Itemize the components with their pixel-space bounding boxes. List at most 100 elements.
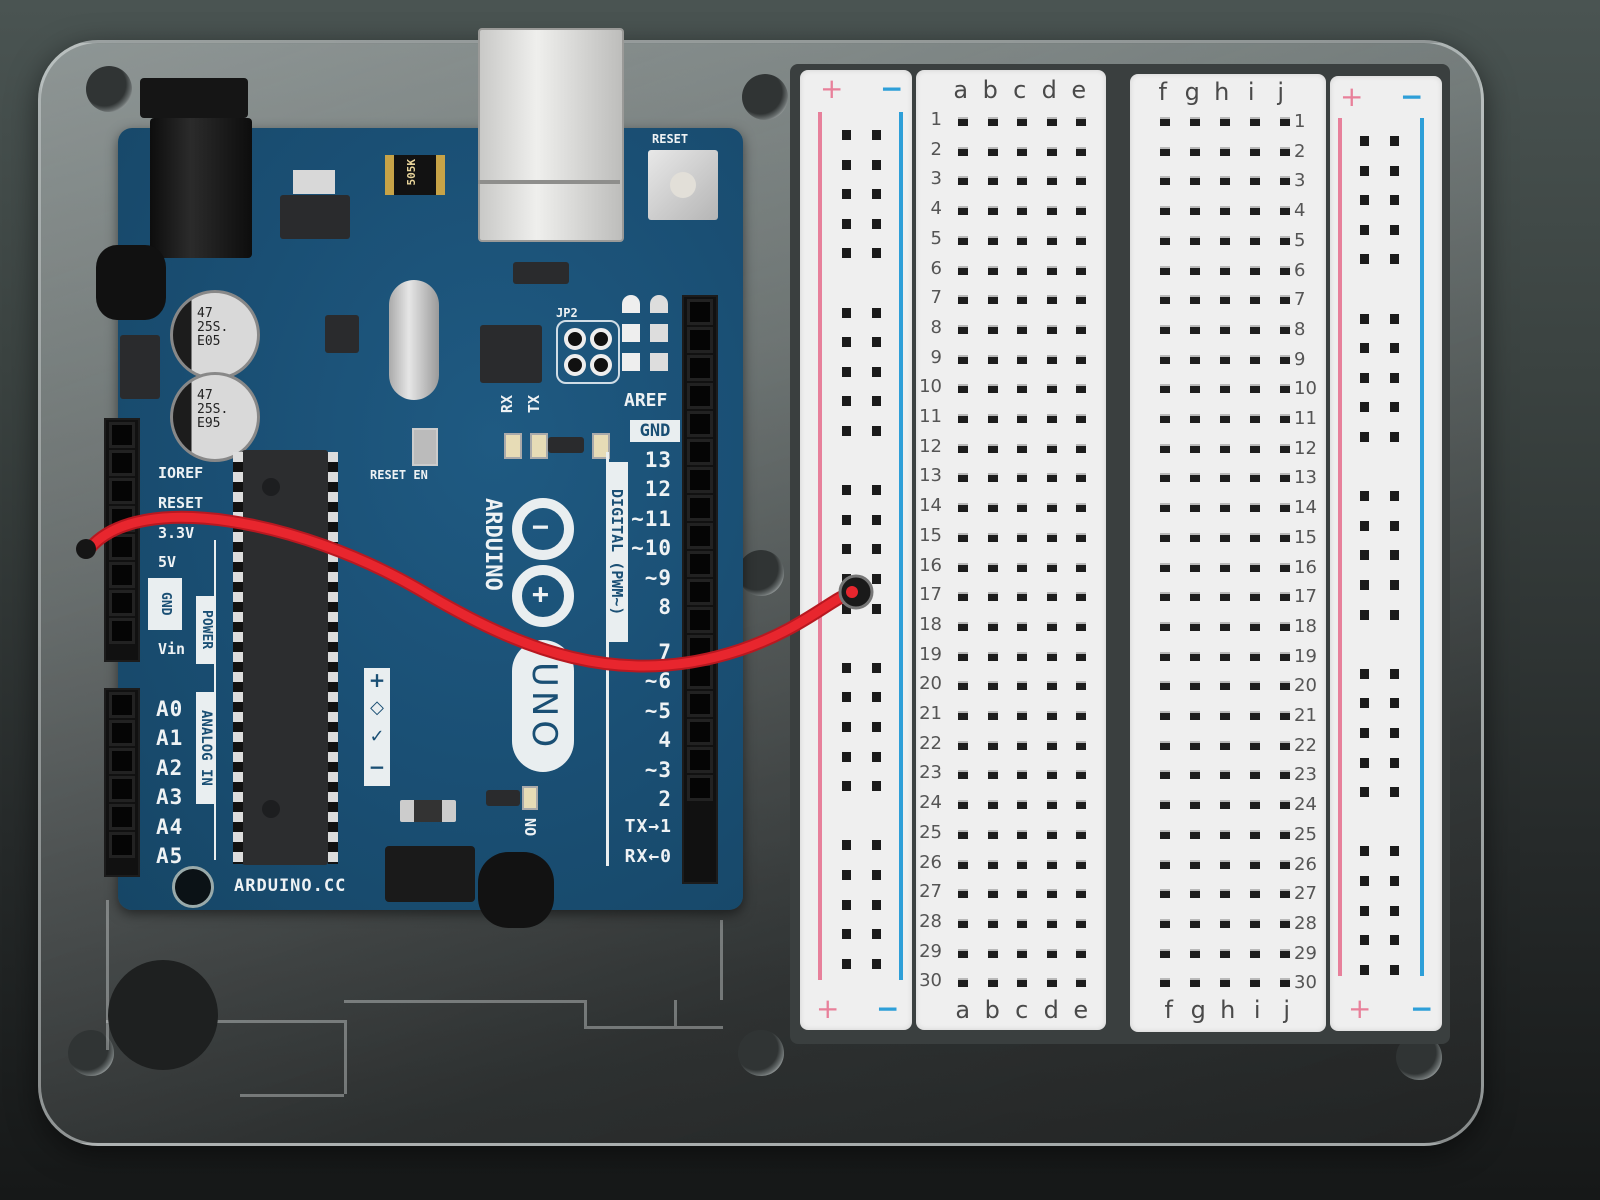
power-rail-socket[interactable] bbox=[1360, 402, 1369, 413]
breadboard-socket[interactable] bbox=[1017, 473, 1027, 483]
breadboard-socket[interactable] bbox=[1160, 235, 1170, 245]
header-socket[interactable] bbox=[687, 747, 713, 773]
breadboard-socket[interactable] bbox=[1076, 206, 1086, 216]
power-rail-socket[interactable] bbox=[1390, 343, 1399, 354]
breadboard-socket[interactable] bbox=[988, 384, 998, 394]
breadboard-socket[interactable] bbox=[1190, 443, 1200, 453]
breadboard-socket[interactable] bbox=[1047, 503, 1057, 513]
breadboard-socket[interactable] bbox=[1047, 117, 1057, 126]
breadboard-socket[interactable] bbox=[1047, 176, 1057, 186]
power-rail-socket[interactable] bbox=[1360, 165, 1369, 176]
power-rail-socket[interactable] bbox=[1390, 254, 1399, 265]
breadboard-socket[interactable] bbox=[1280, 503, 1290, 513]
breadboard-socket[interactable] bbox=[1017, 948, 1027, 958]
power-rail-socket[interactable] bbox=[872, 337, 881, 348]
power-rail-socket[interactable] bbox=[1360, 935, 1369, 946]
header-socket[interactable] bbox=[687, 355, 713, 381]
breadboard-socket[interactable] bbox=[1220, 443, 1230, 453]
breadboard-socket[interactable] bbox=[1047, 829, 1057, 839]
breadboard-socket[interactable] bbox=[1190, 117, 1200, 126]
breadboard-socket[interactable] bbox=[1047, 324, 1057, 334]
breadboard-socket[interactable] bbox=[958, 414, 968, 423]
breadboard-socket[interactable] bbox=[1047, 532, 1057, 542]
breadboard-socket[interactable] bbox=[1250, 740, 1260, 750]
breadboard-socket[interactable] bbox=[1250, 651, 1260, 661]
breadboard-socket[interactable] bbox=[1047, 681, 1057, 691]
header-socket[interactable] bbox=[109, 804, 135, 830]
breadboard-socket[interactable] bbox=[1047, 562, 1057, 572]
power-rail-socket[interactable] bbox=[872, 781, 881, 792]
power-rail-socket[interactable] bbox=[842, 603, 851, 614]
breadboard-socket[interactable] bbox=[1280, 592, 1290, 602]
breadboard-socket[interactable] bbox=[958, 621, 968, 631]
breadboard-socket[interactable] bbox=[1190, 651, 1200, 661]
reset-button-cap[interactable] bbox=[670, 172, 696, 198]
breadboard-socket[interactable] bbox=[958, 146, 968, 156]
breadboard-socket[interactable] bbox=[1250, 562, 1260, 572]
breadboard-socket[interactable] bbox=[1047, 770, 1057, 780]
breadboard-socket[interactable] bbox=[1250, 206, 1260, 216]
breadboard-socket[interactable] bbox=[1220, 681, 1230, 691]
breadboard-socket[interactable] bbox=[1076, 176, 1086, 186]
breadboard-socket[interactable] bbox=[988, 621, 998, 631]
breadboard-socket[interactable] bbox=[1160, 532, 1170, 542]
breadboard-socket[interactable] bbox=[1076, 295, 1086, 305]
breadboard-socket[interactable] bbox=[1280, 711, 1290, 720]
power-rail-socket[interactable] bbox=[872, 662, 881, 673]
breadboard-socket[interactable] bbox=[1190, 295, 1200, 305]
power-rail-socket[interactable] bbox=[842, 218, 851, 229]
power-rail-socket[interactable] bbox=[842, 485, 851, 496]
breadboard-socket[interactable] bbox=[1017, 651, 1027, 661]
power-rail-socket[interactable] bbox=[872, 307, 881, 318]
breadboard-socket[interactable] bbox=[1280, 532, 1290, 542]
breadboard-socket[interactable] bbox=[1280, 384, 1290, 394]
breadboard-socket[interactable] bbox=[1047, 146, 1057, 156]
breadboard-socket[interactable] bbox=[1017, 740, 1027, 750]
breadboard-socket[interactable] bbox=[1076, 978, 1086, 988]
breadboard-socket[interactable] bbox=[1047, 889, 1057, 899]
breadboard-socket[interactable] bbox=[1017, 235, 1027, 245]
power-rail-socket[interactable] bbox=[1390, 698, 1399, 709]
breadboard-socket[interactable] bbox=[1190, 503, 1200, 513]
breadboard-socket[interactable] bbox=[958, 384, 968, 394]
breadboard-socket[interactable] bbox=[1160, 829, 1170, 839]
power-rail-socket[interactable] bbox=[872, 366, 881, 377]
breadboard-socket[interactable] bbox=[1280, 324, 1290, 334]
breadboard-socket[interactable] bbox=[1220, 206, 1230, 216]
power-rail-socket[interactable] bbox=[1390, 520, 1399, 531]
power-rail-socket[interactable] bbox=[1390, 728, 1399, 738]
breadboard-socket[interactable] bbox=[1250, 443, 1260, 453]
breadboard-socket[interactable] bbox=[1250, 146, 1260, 156]
breadboard-socket[interactable] bbox=[1250, 948, 1260, 958]
breadboard-socket[interactable] bbox=[1076, 265, 1086, 275]
breadboard-socket[interactable] bbox=[1220, 918, 1230, 928]
breadboard-socket[interactable] bbox=[1220, 265, 1230, 275]
breadboard-socket[interactable] bbox=[1017, 918, 1027, 928]
breadboard-socket[interactable] bbox=[1250, 117, 1260, 126]
breadboard-socket[interactable] bbox=[1076, 829, 1086, 839]
power-rail-socket[interactable] bbox=[842, 929, 851, 940]
analog-header[interactable] bbox=[104, 688, 140, 877]
breadboard-socket[interactable] bbox=[958, 651, 968, 661]
power-rail-socket[interactable] bbox=[842, 751, 851, 762]
breadboard-socket[interactable] bbox=[1160, 740, 1170, 750]
breadboard-socket[interactable] bbox=[988, 800, 998, 810]
breadboard-socket[interactable] bbox=[1190, 621, 1200, 631]
breadboard-socket[interactable] bbox=[958, 711, 968, 720]
breadboard-socket[interactable] bbox=[1076, 414, 1086, 423]
breadboard-socket[interactable] bbox=[988, 295, 998, 305]
breadboard-socket[interactable] bbox=[958, 681, 968, 691]
breadboard-socket[interactable] bbox=[1280, 770, 1290, 780]
breadboard-socket[interactable] bbox=[958, 592, 968, 602]
power-rail-socket[interactable] bbox=[1390, 964, 1399, 975]
breadboard-socket[interactable] bbox=[988, 829, 998, 839]
breadboard-socket[interactable] bbox=[1076, 324, 1086, 334]
power-rail-socket[interactable] bbox=[1360, 728, 1369, 738]
breadboard-socket[interactable] bbox=[988, 770, 998, 780]
power-rail-socket[interactable] bbox=[1360, 195, 1369, 206]
breadboard-socket[interactable] bbox=[1076, 146, 1086, 156]
power-rail-socket[interactable] bbox=[872, 692, 881, 703]
breadboard-socket[interactable] bbox=[1047, 711, 1057, 720]
power-rail-socket[interactable] bbox=[1360, 846, 1369, 857]
